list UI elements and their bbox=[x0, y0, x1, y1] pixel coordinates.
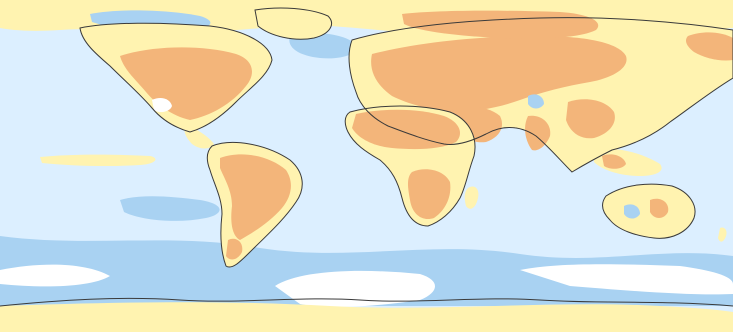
far-east-warm bbox=[686, 32, 733, 61]
south-america-warm bbox=[220, 154, 291, 240]
africa-south-warm bbox=[408, 169, 451, 220]
north-america-warm bbox=[120, 47, 252, 120]
antarctica-white bbox=[0, 264, 733, 307]
south-america-warm-south bbox=[226, 238, 243, 260]
madagascar-land bbox=[464, 186, 479, 209]
southeast-asia-warm bbox=[602, 154, 626, 169]
asia-cool-spot bbox=[528, 94, 544, 109]
coast-africa bbox=[344, 105, 476, 227]
australia-warm-spot bbox=[650, 198, 669, 218]
australia-land bbox=[602, 184, 696, 239]
antarctica-yellow bbox=[0, 302, 733, 332]
india-warm bbox=[525, 115, 551, 151]
australia-cool-spot bbox=[624, 204, 640, 219]
eurasia-warm bbox=[371, 36, 627, 112]
coast-eurasia bbox=[348, 17, 733, 173]
coast-north-america bbox=[79, 22, 273, 133]
central-america-land bbox=[184, 124, 214, 149]
africa-warm bbox=[352, 109, 460, 150]
coast-antarctica bbox=[0, 297, 733, 307]
coast-greenland bbox=[254, 7, 332, 40]
south-pacific-blue bbox=[120, 196, 220, 221]
coast-south-america bbox=[206, 141, 303, 268]
east-asia-warm bbox=[566, 99, 615, 139]
greenland-land bbox=[255, 8, 332, 40]
north-america-cool-spot bbox=[152, 98, 172, 113]
pacific-yellow-streak bbox=[40, 154, 156, 167]
coast-australia bbox=[602, 183, 696, 239]
new-zealand-land bbox=[718, 227, 727, 242]
